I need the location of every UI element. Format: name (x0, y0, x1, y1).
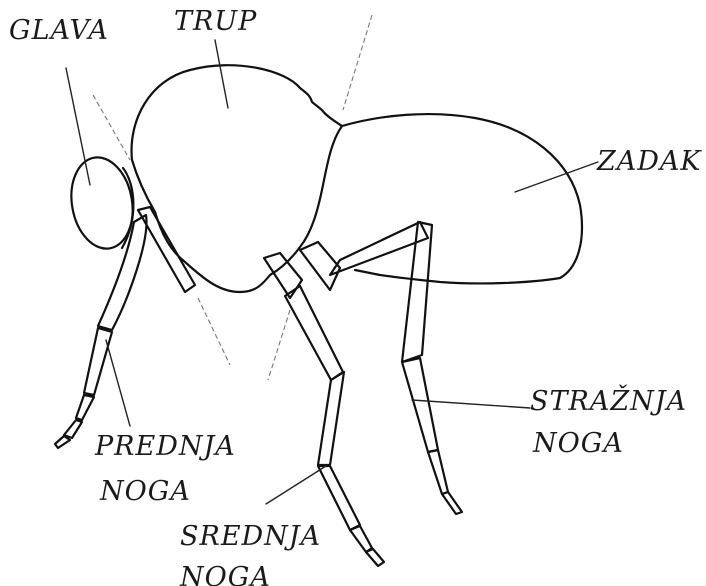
stray-lines (93, 15, 372, 380)
thorax-leader (215, 40, 228, 108)
head-leader (66, 68, 90, 185)
middle-leg-leader (266, 466, 326, 504)
middle-leg (264, 253, 384, 566)
label-hind-leg-line1: STRAŽNJA (530, 384, 687, 417)
label-abdomen: ZADAK (596, 146, 702, 177)
label-hind-leg-line2: NOGA (532, 428, 624, 459)
label-front-leg-line2: NOGA (99, 476, 191, 507)
head (64, 152, 139, 253)
label-middle-leg-line2: NOGA (179, 562, 271, 586)
abdomen-leader (515, 162, 598, 192)
label-front-leg-line1: PREDNJA (94, 431, 236, 462)
label-thorax: TRUP (174, 6, 257, 37)
label-middle-leg-line1: SREDNJA (180, 521, 321, 552)
thorax (132, 65, 342, 292)
label-head: GLAVA (9, 15, 109, 46)
front-leg-leader (106, 340, 130, 426)
